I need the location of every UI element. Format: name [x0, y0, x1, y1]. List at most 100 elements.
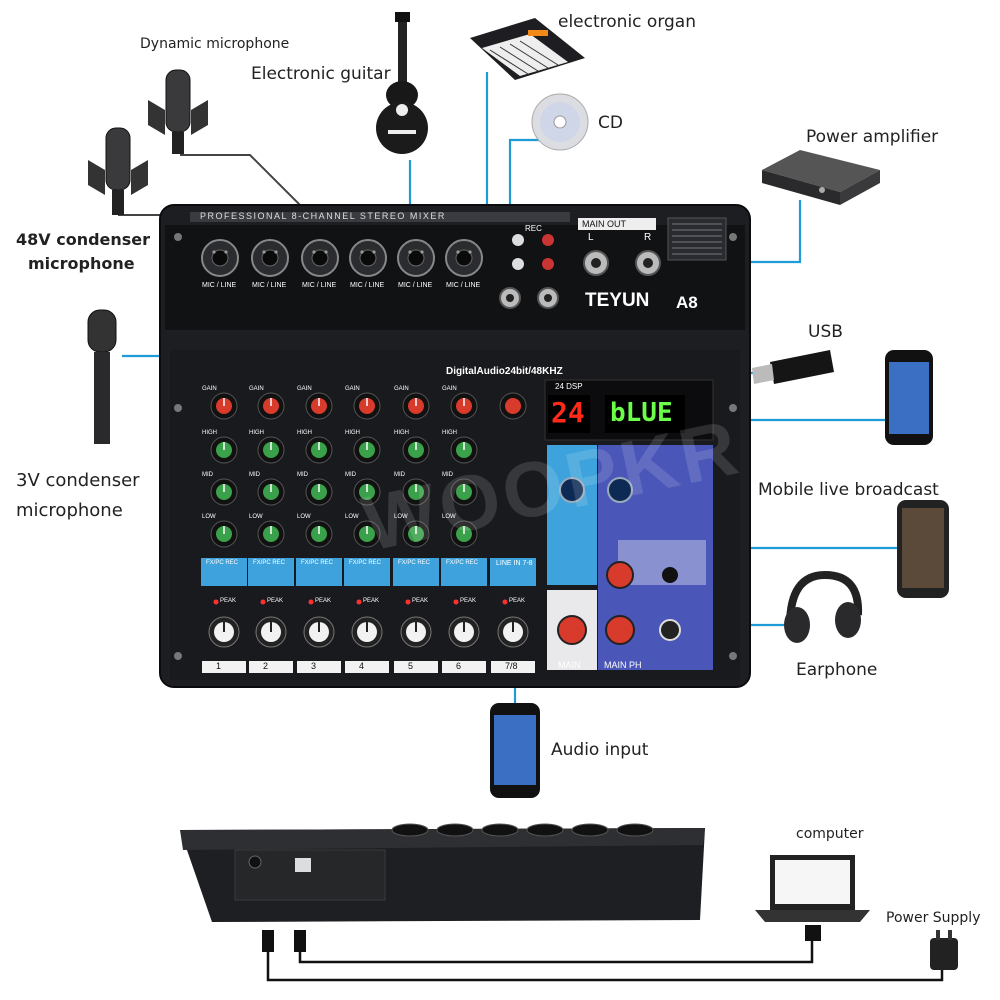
combo-jack — [397, 239, 435, 277]
digital-audio-label: DigitalAudio24bit/48KHZ — [446, 366, 563, 377]
rec-label: REC — [525, 224, 542, 233]
label-power-amplifier: Power amplifier — [806, 127, 939, 147]
label-3v-condenser: 3V condenser — [16, 470, 140, 491]
level-knob — [400, 616, 432, 648]
knob-row-label: HIGH — [394, 430, 409, 436]
knob-row-label: LOW — [202, 514, 216, 520]
knob-row-label: GAIN — [442, 386, 457, 392]
channel-number-box — [249, 661, 293, 673]
knob-row-label: LOW — [394, 514, 408, 520]
knob-row-label: LOW — [297, 514, 311, 520]
knob-row-label: LOW — [442, 514, 456, 520]
level-knob — [208, 616, 240, 648]
knob-row-label: MID — [202, 472, 213, 478]
dsp-label: 24 DSP — [555, 382, 583, 391]
channel-knob — [257, 436, 285, 464]
fx-band — [296, 558, 342, 586]
peak-label: PEAK — [267, 598, 284, 604]
mobile-live-phone-icon — [897, 500, 949, 598]
level-knob — [497, 616, 529, 648]
channel-number-box — [297, 661, 341, 673]
peak-led — [502, 599, 508, 605]
fx-label: FX/PC REC — [398, 560, 431, 566]
label-earphone: Earphone — [796, 660, 878, 680]
channel-knob — [210, 478, 238, 506]
channel-knob — [450, 478, 478, 506]
channel-knob — [210, 436, 238, 464]
channel-knob — [353, 520, 381, 548]
peak-label: PEAK — [412, 598, 429, 604]
channel-knob — [353, 478, 381, 506]
knob-row-label: HIGH — [345, 430, 360, 436]
knob-row-label: MID — [249, 472, 260, 478]
fx-label: FX/PC REC — [349, 560, 382, 566]
label-3v-microphone: microphone — [16, 500, 123, 521]
channel-knob — [257, 520, 285, 548]
phone-top-icon — [885, 350, 933, 445]
fx-label: FX/PC REC — [253, 560, 286, 566]
label-48v-microphone: microphone — [28, 254, 135, 273]
label-electronic-guitar: Electronic guitar — [251, 64, 391, 84]
peak-led — [260, 599, 266, 605]
combo-jack — [445, 239, 483, 277]
mixer-back — [180, 823, 705, 922]
channel-knob — [257, 392, 285, 420]
combo-jack — [201, 239, 239, 277]
laptop-icon — [755, 855, 870, 941]
peak-led — [405, 599, 411, 605]
mixer-top — [159, 204, 751, 688]
peak-led — [453, 599, 459, 605]
fx-band — [201, 558, 247, 586]
channel-number: 1 — [216, 661, 222, 671]
channel-knob — [210, 392, 238, 420]
peak-label: PEAK — [363, 598, 380, 604]
jack-label: MIC / LINE — [398, 282, 433, 289]
label-computer: computer — [796, 826, 864, 842]
label-48v-condenser: 48V condenser — [16, 230, 151, 249]
combo-jack — [301, 239, 339, 277]
channel-number-box — [442, 661, 486, 673]
channel-knob — [353, 392, 381, 420]
channel-knob — [305, 436, 333, 464]
jack-label: MIC / LINE — [252, 282, 287, 289]
guitar-icon — [376, 12, 428, 154]
knob-row-label: GAIN — [297, 386, 312, 392]
channel-number-box — [345, 661, 389, 673]
channel-knob — [210, 520, 238, 548]
channel-knob — [353, 436, 381, 464]
knob-row-label: GAIN — [202, 386, 217, 392]
channel-knob — [402, 436, 430, 464]
knob-row-label: GAIN — [345, 386, 360, 392]
channel-knob — [305, 478, 333, 506]
main-out-r-label: R — [644, 232, 652, 243]
channel-number: 7/8 — [505, 661, 518, 671]
knob-row-label: LOW — [345, 514, 359, 520]
level-knob — [351, 616, 383, 648]
knob-row-label: HIGH — [297, 430, 312, 436]
main-ph-label: MAIN PH — [604, 660, 642, 670]
fx-band — [344, 558, 390, 586]
label-mobile-live-broadcast: Mobile live broadcast — [758, 480, 939, 500]
channel-number: 3 — [311, 661, 317, 671]
model-label: A8 — [676, 293, 698, 312]
combo-jack — [349, 239, 387, 277]
condenser-3v-mic-icon — [87, 309, 117, 444]
knob-row-label: HIGH — [249, 430, 264, 436]
level-knob — [303, 616, 335, 648]
level-knob — [448, 616, 480, 648]
main-out-label: MAIN OUT — [582, 219, 626, 229]
knob-row-label: MID — [442, 472, 453, 478]
label-audio-input: Audio input — [551, 740, 649, 760]
peak-led — [356, 599, 362, 605]
knob-row-label: MID — [345, 472, 356, 478]
channel-knob — [305, 520, 333, 548]
power-amplifier-icon — [762, 150, 880, 205]
knob-row-label: MID — [297, 472, 308, 478]
peak-led — [308, 599, 314, 605]
earphone-icon — [784, 570, 863, 643]
fx-band — [248, 558, 294, 586]
channel-number-box — [202, 661, 246, 673]
channel-knob — [450, 392, 478, 420]
